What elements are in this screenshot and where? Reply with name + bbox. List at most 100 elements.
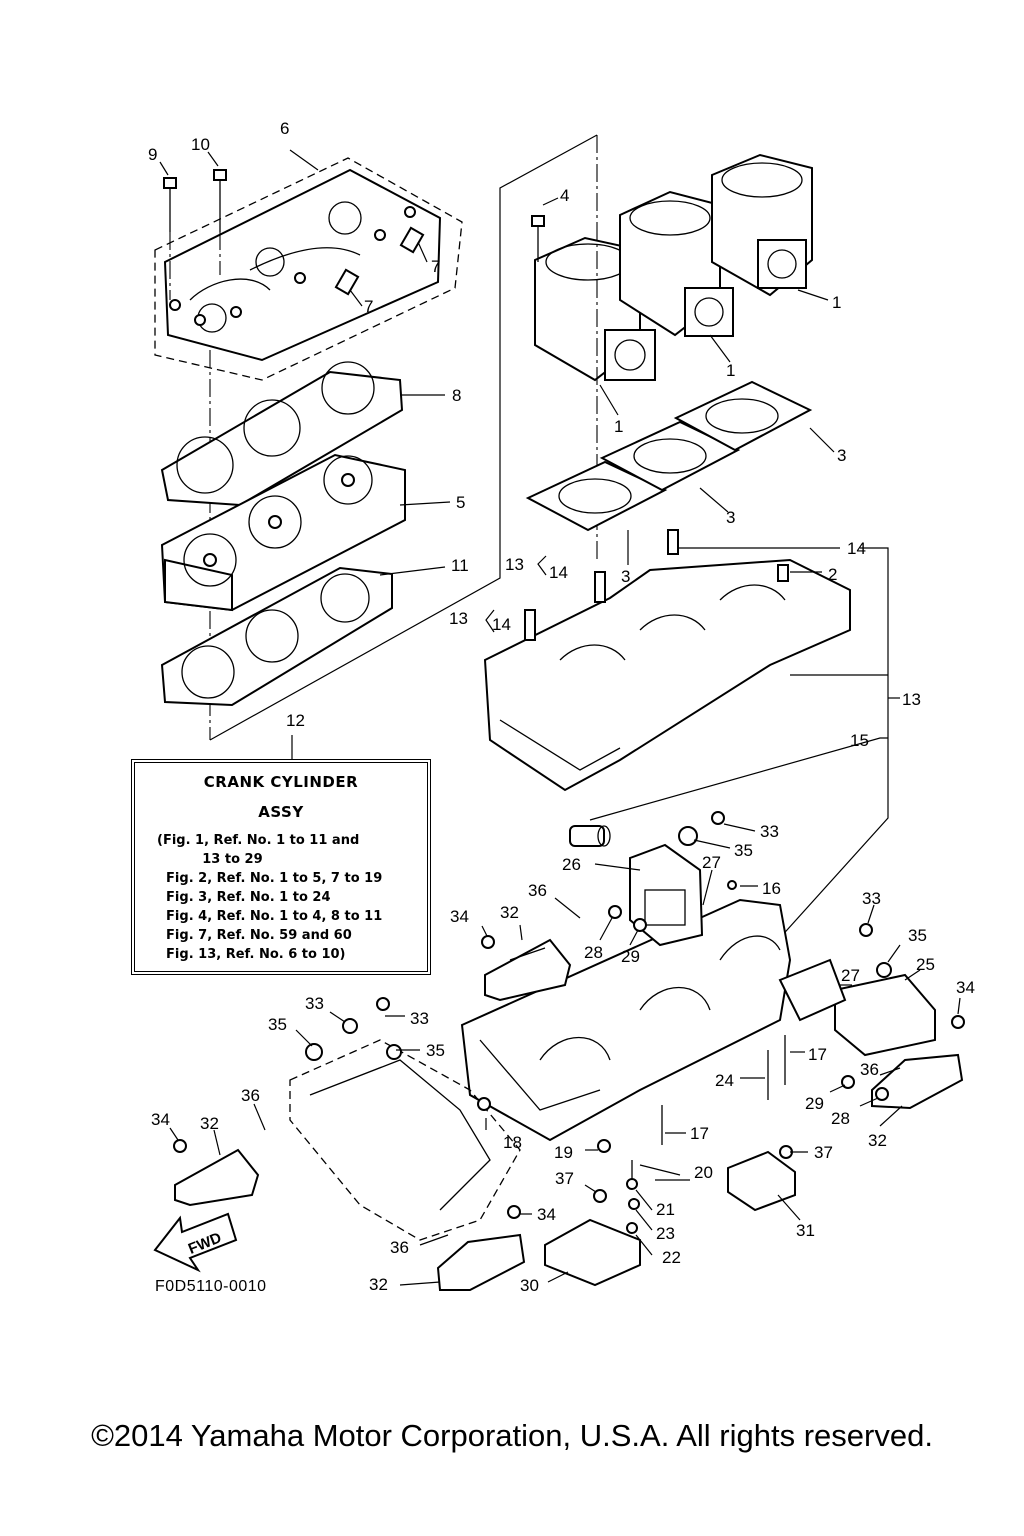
callout-18: 18 (503, 1133, 522, 1152)
callout-35: 35 (426, 1041, 445, 1060)
callout-35: 35 (268, 1015, 287, 1034)
callout-24: 24 (715, 1071, 734, 1090)
callout-21: 21 (656, 1200, 675, 1219)
callout-35: 35 (908, 926, 927, 945)
callout-2: 2 (828, 565, 837, 584)
callout-7: 7 (364, 297, 373, 316)
assembly-reference-line: 13 to 29 (157, 852, 263, 867)
gasket-11 (160, 566, 393, 707)
callout-34: 34 (956, 978, 975, 997)
callout-27: 27 (702, 853, 721, 872)
callout-numbers: 1 1 1 2 3 3 3 4 5 6 7 7 8 9 10 11 12 13 … (148, 119, 975, 1295)
cylinder-bodies-1 (534, 153, 813, 382)
cylinder-gaskets-3 (525, 380, 813, 532)
callout-36: 36 (390, 1238, 409, 1257)
callout-5: 5 (456, 493, 465, 512)
assembly-reference-line: Fig. 3, Ref. No. 1 to 24 (157, 890, 331, 905)
callout-3: 3 (726, 508, 735, 527)
callout-13: 13 (449, 609, 468, 628)
callout-32: 32 (200, 1114, 219, 1133)
engine-mount-27b (778, 958, 847, 1022)
callout-9: 9 (148, 145, 157, 164)
callout-8: 8 (452, 386, 461, 405)
assembly-reference-line: Fig. 2, Ref. No. 1 to 5, 7 to 19 (157, 871, 383, 886)
callout-17: 17 (808, 1045, 827, 1064)
callout-36: 36 (241, 1086, 260, 1105)
callout-1: 1 (726, 361, 735, 380)
assembly-title: CRANK CYLINDER (203, 773, 359, 791)
damper-32-b (174, 1148, 260, 1207)
callout-17: 17 (690, 1124, 709, 1143)
long-bolts (631, 1035, 786, 1180)
copyright-notice: ©2014 Yamaha Motor Corporation, U.S.A. A… (91, 1418, 933, 1453)
assembly-reference-list: (Fig. 1, Ref. No. 1 to 11 and 13 to 29 F… (157, 831, 382, 964)
assembly-reference-line: Fig. 4, Ref. No. 1 to 4, 8 to 11 (157, 909, 383, 924)
callout-34: 34 (450, 907, 469, 926)
callout-27: 27 (841, 966, 860, 985)
callout-36: 36 (528, 881, 547, 900)
crankcase-lower (460, 898, 792, 1142)
callout-22: 22 (662, 1248, 681, 1267)
callout-1: 1 (832, 293, 841, 312)
assembly-reference-line: Fig. 7, Ref. No. 59 and 60 (157, 928, 352, 943)
callout-29: 29 (621, 947, 640, 966)
cylinder-head-cover-group (154, 157, 463, 381)
callout-36: 36 (860, 1060, 879, 1079)
crankcase-upper-13 (483, 529, 851, 792)
callout-13: 13 (505, 555, 524, 574)
callout-7: 7 (431, 257, 440, 276)
callout-19: 19 (554, 1143, 573, 1162)
callout-33: 33 (305, 994, 324, 1013)
callout-3: 3 (621, 567, 630, 586)
assembly-subtitle: ASSY (258, 803, 304, 821)
callout-37: 37 (814, 1143, 833, 1162)
callout-14: 14 (492, 615, 511, 634)
damper-32-c (436, 1233, 526, 1291)
bolt-9 (163, 177, 177, 300)
damper-32-a (484, 938, 572, 1002)
assembly-reference-line: Fig. 13, Ref. No. 6 to 10) (157, 947, 346, 962)
callout-15: 15 (850, 731, 869, 750)
callout-6: 6 (280, 119, 289, 138)
callout-30: 30 (520, 1276, 539, 1295)
callout-34: 34 (151, 1110, 170, 1129)
callout-28: 28 (584, 943, 603, 962)
bush-15 (569, 825, 611, 847)
callout-14: 14 (847, 539, 866, 558)
callout-28: 28 (831, 1109, 850, 1128)
callout-25: 25 (916, 955, 935, 974)
figure-code: F0D5110-0010 (155, 1278, 267, 1295)
callout-32: 32 (868, 1131, 887, 1150)
assembly-note-box: CRANK CYLINDER ASSY (Fig. 1, Ref. No. 1 … (131, 759, 431, 975)
callout-34: 34 (537, 1205, 556, 1224)
bracket-13-14-marks (485, 555, 547, 633)
engine-cover-outline (289, 1039, 521, 1241)
callout-13: 13 (902, 690, 921, 709)
head-gasket-8 (160, 361, 404, 507)
callout-11: 11 (451, 556, 469, 575)
callout-26: 26 (562, 855, 581, 874)
group-12-bracket (209, 134, 598, 741)
callout-33: 33 (410, 1009, 429, 1028)
small-fasteners (173, 811, 965, 1234)
callout-33: 33 (862, 889, 881, 908)
callout-31: 31 (796, 1221, 815, 1240)
engine-mount-25 (834, 973, 936, 1057)
callout-37: 37 (555, 1169, 574, 1188)
leader-15 (589, 737, 888, 821)
callout-20: 20 (694, 1163, 713, 1182)
assembly-reference-line: (Fig. 1, Ref. No. 1 to 11 and (157, 833, 360, 848)
fwd-arrow: FWD (153, 1212, 238, 1273)
callout-16: 16 (762, 879, 781, 898)
callout-33: 33 (760, 822, 779, 841)
callout-23: 23 (656, 1224, 675, 1243)
callout-4: 4 (560, 186, 569, 205)
stud-4 (531, 215, 545, 262)
callout-32: 32 (369, 1275, 388, 1294)
damper-32-d (871, 1053, 964, 1110)
group-13-bracket (759, 547, 889, 961)
callout-32: 32 (500, 903, 519, 922)
plate-31 (727, 1150, 796, 1212)
callout-3: 3 (837, 446, 846, 465)
